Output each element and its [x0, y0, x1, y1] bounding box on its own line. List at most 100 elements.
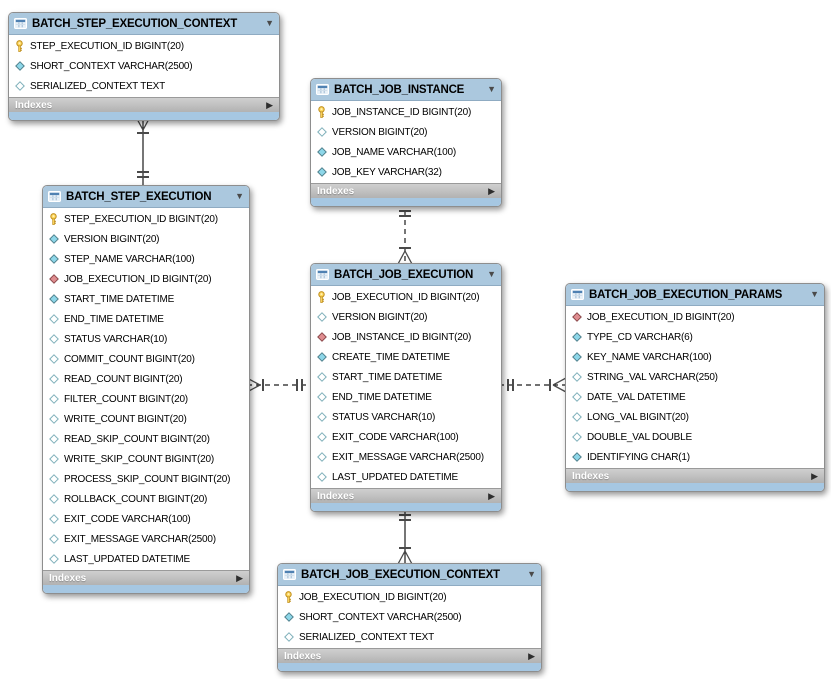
collapse-table-icon[interactable]: ▼ — [265, 18, 274, 28]
column-row[interactable]: KEY_NAME VARCHAR(100) — [566, 347, 824, 367]
column-row[interactable]: DOUBLE_VAL DOUBLE — [566, 427, 824, 447]
column-definition: PROCESS_SKIP_COUNT BIGINT(20) — [64, 473, 231, 485]
collapse-table-icon[interactable]: ▼ — [487, 269, 496, 279]
table-batch_step_execution[interactable]: BATCH_STEP_EXECUTION▼ STEP_EXECUTION_ID B… — [42, 185, 250, 594]
table-batch_job_execution[interactable]: BATCH_JOB_EXECUTION▼JOB_EXECUTION_ID BIG… — [310, 263, 502, 512]
column-row[interactable]: STEP_EXECUTION_ID BIGINT(20) — [43, 209, 249, 229]
table-header[interactable]: BATCH_JOB_EXECUTION_PARAMS ▼ — [566, 284, 824, 306]
column-row[interactable]: VERSION BIGINT(20) — [311, 307, 501, 327]
indexes-footer[interactable]: Indexes▶ — [278, 648, 541, 663]
expand-indexes-icon[interactable]: ▶ — [266, 99, 273, 110]
column-row[interactable]: EXIT_MESSAGE VARCHAR(2500) — [311, 447, 501, 467]
relationship-job_instance-to-job_execution[interactable] — [397, 202, 413, 265]
column-row[interactable]: JOB_EXECUTION_ID BIGINT(20) — [43, 269, 249, 289]
relationship-step_execution_context-to-step_execution[interactable] — [135, 116, 151, 186]
column-row[interactable]: ROLLBACK_COUNT BIGINT(20) — [43, 489, 249, 509]
not-null-column-icon — [571, 352, 582, 362]
column-row[interactable]: WRITE_SKIP_COUNT BIGINT(20) — [43, 449, 249, 469]
column-row[interactable]: JOB_INSTANCE_ID BIGINT(20) — [311, 327, 501, 347]
column-row[interactable]: READ_SKIP_COUNT BIGINT(20) — [43, 429, 249, 449]
column-row[interactable]: EXIT_MESSAGE VARCHAR(2500) — [43, 529, 249, 549]
column-row[interactable]: TYPE_CD VARCHAR(6) — [566, 327, 824, 347]
column-row[interactable]: JOB_NAME VARCHAR(100) — [311, 142, 501, 162]
column-row[interactable]: STRING_VAL VARCHAR(250) — [566, 367, 824, 387]
column-definition: VERSION BIGINT(20) — [332, 126, 428, 138]
collapse-table-icon[interactable]: ▼ — [810, 289, 819, 299]
indexes-footer[interactable]: Indexes ▶ — [566, 468, 824, 483]
nullable-column-icon — [571, 412, 582, 422]
table-title: BATCH_JOB_EXECUTION_CONTEXT — [301, 568, 500, 581]
column-row[interactable]: SHORT_CONTEXT VARCHAR(2500) — [278, 607, 541, 627]
column-row[interactable]: VERSION BIGINT(20) — [43, 229, 249, 249]
column-row[interactable]: END_TIME DATETIME — [43, 309, 249, 329]
table-header[interactable]: BATCH_JOB_EXECUTION_CONTEXT ▼ — [278, 564, 541, 586]
not-null-column-icon — [48, 254, 59, 264]
nullable-column-icon — [48, 414, 59, 424]
expand-indexes-icon[interactable]: ▶ — [811, 470, 818, 481]
table-header[interactable]: BATCH_JOB_INSTANCE▼ — [311, 79, 501, 101]
collapse-table-icon[interactable]: ▼ — [235, 191, 244, 201]
column-row[interactable]: JOB_EXECUTION_ID BIGINT(20) — [311, 287, 501, 307]
column-row[interactable]: COMMIT_COUNT BIGINT(20) — [43, 349, 249, 369]
expand-indexes-icon[interactable]: ▶ — [488, 490, 495, 501]
column-row[interactable]: PROCESS_SKIP_COUNT BIGINT(20) — [43, 469, 249, 489]
column-list: JOB_EXECUTION_ID BIGINT(20) SHORT_CONTEXT… — [278, 586, 541, 648]
column-row[interactable]: EXIT_CODE VARCHAR(100) — [43, 509, 249, 529]
relationship-job_execution-to-job_execution_context[interactable] — [397, 506, 413, 565]
column-row[interactable]: START_TIME DATETIME — [311, 367, 501, 387]
column-row[interactable]: CREATE_TIME DATETIME — [311, 347, 501, 367]
column-row[interactable]: SHORT_CONTEXT VARCHAR(2500) — [9, 56, 279, 76]
collapse-table-icon[interactable]: ▼ — [527, 569, 536, 579]
column-row[interactable]: STEP_NAME VARCHAR(100) — [43, 249, 249, 269]
table-batch_job_execution_context[interactable]: BATCH_JOB_EXECUTION_CONTEXT ▼ JOB_EXECUTIO… — [277, 563, 542, 672]
column-row[interactable]: END_TIME DATETIME — [311, 387, 501, 407]
column-row[interactable]: LONG_VAL BIGINT(20) — [566, 407, 824, 427]
table-header[interactable]: BATCH_STEP_EXECUTION_CONTEXT▼ — [9, 13, 279, 35]
table-batch_job_instance[interactable]: BATCH_JOB_INSTANCE▼JOB_INSTANCE_ID BIGIN… — [310, 78, 502, 207]
column-definition: EXIT_MESSAGE VARCHAR(2500) — [64, 533, 216, 545]
column-row[interactable]: DATE_VAL DATETIME — [566, 387, 824, 407]
column-row[interactable]: WRITE_COUNT BIGINT(20) — [43, 409, 249, 429]
column-row[interactable]: JOB_EXECUTION_ID BIGINT(20) — [566, 307, 824, 327]
relationship-step_execution-to-job_execution[interactable] — [246, 377, 311, 393]
column-row[interactable]: JOB_KEY VARCHAR(32) — [311, 162, 501, 182]
nullable-column-icon — [48, 454, 59, 464]
column-definition: SHORT_CONTEXT VARCHAR(2500) — [299, 611, 462, 623]
column-row[interactable]: JOB_INSTANCE_ID BIGINT(20) — [311, 102, 501, 122]
column-row[interactable]: STEP_EXECUTION_ID BIGINT(20) — [9, 36, 279, 56]
table-batch_job_execution_params[interactable]: BATCH_JOB_EXECUTION_PARAMS ▼ JOB_EXECUTION… — [565, 283, 825, 492]
column-row[interactable]: STATUS VARCHAR(10) — [43, 329, 249, 349]
table-batch_step_execution_context[interactable]: BATCH_STEP_EXECUTION_CONTEXT▼STEP_EXECUT… — [8, 12, 280, 121]
indexes-footer[interactable]: Indexes▶ — [311, 183, 501, 198]
column-row[interactable]: EXIT_CODE VARCHAR(100) — [311, 427, 501, 447]
column-row[interactable]: VERSION BIGINT(20) — [311, 122, 501, 142]
column-definition: EXIT_MESSAGE VARCHAR(2500) — [332, 451, 484, 463]
column-row[interactable]: IDENTIFYING CHAR(1) — [566, 447, 824, 467]
expand-indexes-icon[interactable]: ▶ — [528, 650, 535, 661]
column-row[interactable]: FILTER_COUNT BIGINT(20) — [43, 389, 249, 409]
indexes-footer[interactable]: Indexes▶ — [43, 570, 249, 585]
column-definition: STEP_EXECUTION_ID BIGINT(20) — [64, 213, 218, 225]
column-row[interactable]: STATUS VARCHAR(10) — [311, 407, 501, 427]
indexes-label: Indexes — [572, 470, 610, 482]
column-row[interactable]: LAST_UPDATED DATETIME — [311, 467, 501, 487]
column-row[interactable]: JOB_EXECUTION_ID BIGINT(20) — [278, 587, 541, 607]
relationship-job_execution-to-job_execution_params[interactable] — [499, 377, 567, 393]
column-row[interactable]: START_TIME DATETIME — [43, 289, 249, 309]
column-row[interactable]: SERIALIZED_CONTEXT TEXT — [278, 627, 541, 647]
column-row[interactable]: LAST_UPDATED DATETIME — [43, 549, 249, 569]
indexes-footer[interactable]: Indexes▶ — [311, 488, 501, 503]
collapse-table-icon[interactable]: ▼ — [487, 84, 496, 94]
column-definition: END_TIME DATETIME — [64, 313, 164, 325]
column-definition: STRING_VAL VARCHAR(250) — [587, 371, 718, 383]
nullable-column-icon — [48, 394, 59, 404]
expand-indexes-icon[interactable]: ▶ — [488, 185, 495, 196]
table-title: BATCH_JOB_EXECUTION_PARAMS — [589, 288, 783, 301]
column-row[interactable]: READ_COUNT BIGINT(20) — [43, 369, 249, 389]
column-definition: JOB_NAME VARCHAR(100) — [332, 146, 456, 158]
expand-indexes-icon[interactable]: ▶ — [236, 572, 243, 583]
indexes-footer[interactable]: Indexes▶ — [9, 97, 279, 112]
column-row[interactable]: SERIALIZED_CONTEXT TEXT — [9, 76, 279, 96]
table-header[interactable]: BATCH_STEP_EXECUTION▼ — [43, 186, 249, 208]
table-header[interactable]: BATCH_JOB_EXECUTION▼ — [311, 264, 501, 286]
